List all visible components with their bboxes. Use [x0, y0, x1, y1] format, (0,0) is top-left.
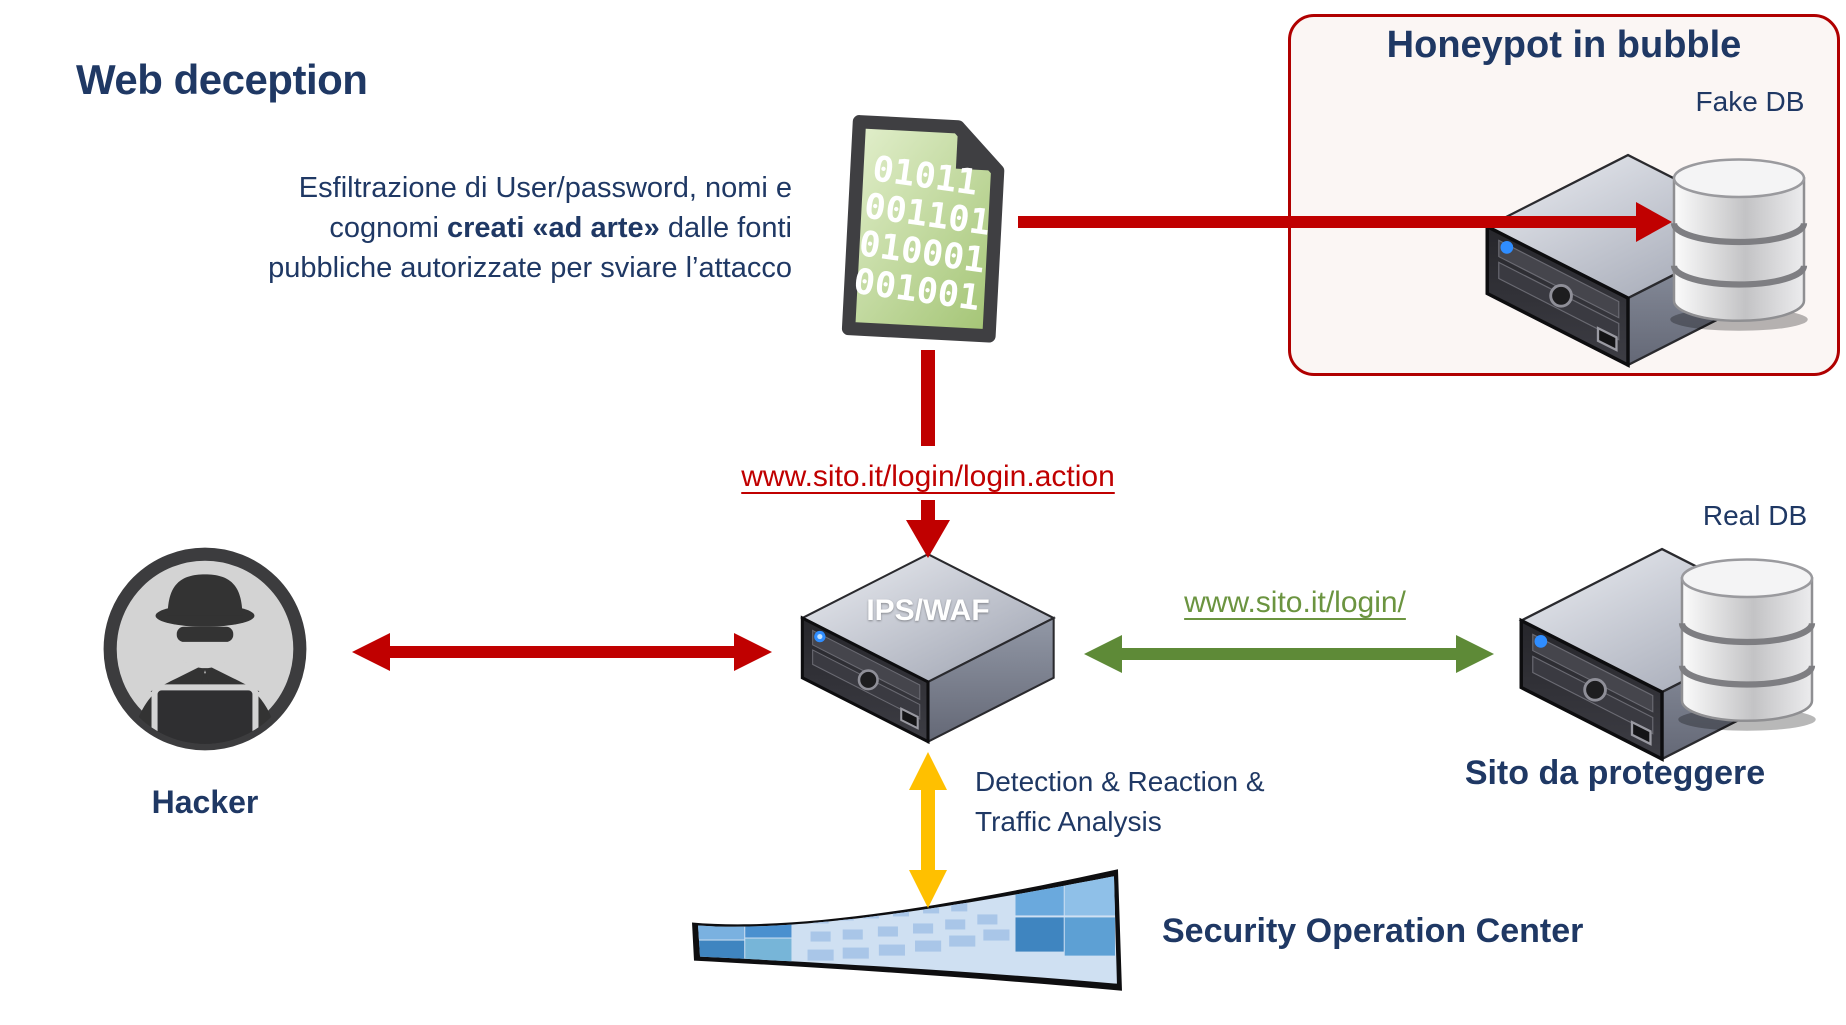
fake-db-svg: [1670, 158, 1808, 331]
description-text: Esfiltrazione di User/password, nomi e c…: [140, 168, 792, 288]
arrow-doc-to-fakedb: [1018, 202, 1672, 242]
ips-waf-server-svg: [800, 553, 1056, 745]
attack-url-link[interactable]: www.sito.it/login/login.action: [741, 460, 1115, 493]
fake-db-icon: [1664, 148, 1814, 336]
soc-label: Security Operation Center: [1162, 912, 1584, 950]
protected-site-label: Sito da proteggere: [1464, 754, 1766, 792]
fake-db-label: Fake DB: [1695, 86, 1805, 117]
detection-annotation-line1: Detection & Reaction &: [975, 766, 1265, 797]
arrow-ipswaf-soc: [909, 752, 947, 908]
description-line2-pre: cognomi: [329, 212, 447, 244]
page-title: Web deception: [76, 56, 368, 103]
description-line2-post: dalle fonti: [659, 212, 792, 244]
ips-waf-server-icon: [794, 548, 1062, 754]
ips-waf-label: IPS/WAF: [866, 594, 990, 627]
description-line2-bold: creati «ad arte»: [446, 212, 660, 244]
soc-videowall-image: [692, 868, 1124, 996]
arrow-hacker-ipswaf: [352, 633, 772, 671]
arrow-doc-to-ipswaf: [906, 350, 950, 558]
soc-videowall-svg: [692, 869, 1122, 991]
real-db-label: Real DB: [1702, 500, 1808, 531]
hacker-icon: [94, 538, 316, 760]
description-line2: cognomi creati «ad arte» dalle fonti: [140, 208, 792, 248]
description-line1: Esfiltrazione di User/password, nomi e: [140, 168, 792, 208]
binary-file-icon-svg: 01011 001101 010001 001001: [841, 115, 1005, 343]
arrow-ipswaf-realdb: [1084, 635, 1494, 673]
detection-annotation-line2: Traffic Analysis: [975, 806, 1162, 837]
real-db-svg: [1678, 558, 1816, 731]
honeypot-title: Honeypot in bubble: [1386, 24, 1742, 66]
legit-url-link[interactable]: www.sito.it/login/: [1184, 586, 1406, 619]
description-line3-text: pubbliche autorizzate per sviare l’attac…: [268, 252, 792, 284]
real-db-icon: [1672, 548, 1822, 736]
binary-file-icon: 01011 001101 010001 001001: [827, 105, 1029, 353]
hacker-label: Hacker: [151, 784, 259, 820]
hacker-icon-svg: [103, 547, 307, 751]
description-line3: pubbliche autorizzate per sviare l’attac…: [140, 248, 792, 288]
description-line1-text: Esfiltrazione di User/password, nomi e: [298, 172, 792, 204]
